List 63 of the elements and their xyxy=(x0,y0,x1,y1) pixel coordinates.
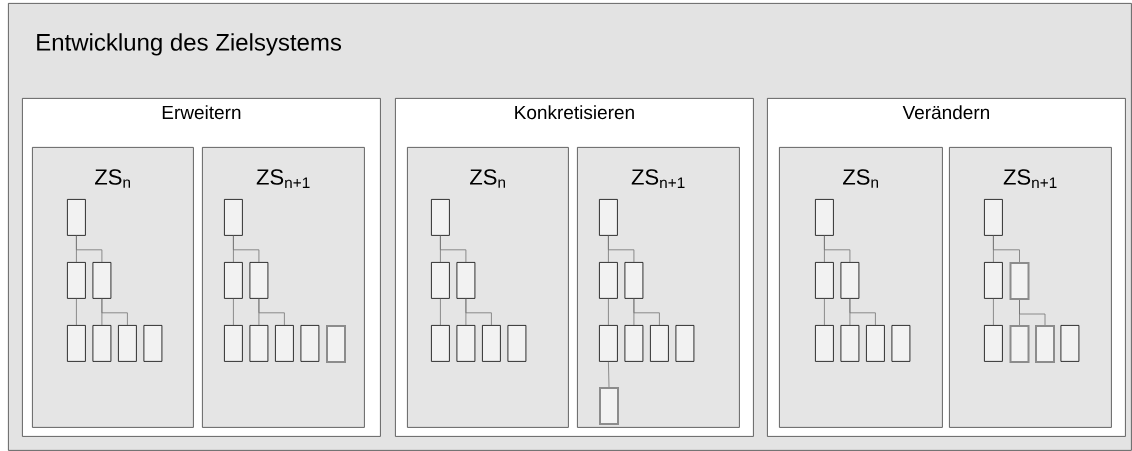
tree-box xyxy=(507,325,527,362)
tree-box xyxy=(143,325,163,362)
connector-line xyxy=(608,235,635,263)
tree-box xyxy=(815,199,834,236)
connector-line xyxy=(993,235,1020,263)
tree-box xyxy=(67,325,86,362)
connector-line xyxy=(101,298,128,326)
tree-box xyxy=(840,325,860,362)
connector-line xyxy=(1019,299,1046,326)
tree-box xyxy=(326,325,346,363)
connector-line xyxy=(76,298,77,326)
connector-line xyxy=(76,235,103,263)
tree-box xyxy=(599,262,618,299)
tree-box xyxy=(599,387,619,425)
tree-box xyxy=(624,325,644,362)
tree-box xyxy=(984,262,1003,299)
tree-box xyxy=(650,325,669,362)
connector-line xyxy=(440,298,441,326)
tree-box xyxy=(92,325,112,362)
connector-line xyxy=(824,298,825,326)
tree-box xyxy=(624,262,644,299)
tree-box xyxy=(67,199,86,236)
tree-box xyxy=(224,199,243,236)
tree-box xyxy=(840,262,860,299)
tree-box xyxy=(249,262,269,299)
tree-box xyxy=(456,325,476,362)
tree-box xyxy=(92,262,112,299)
connector-line xyxy=(258,298,285,326)
tree-box xyxy=(300,325,320,362)
tree-box xyxy=(675,325,695,362)
tree-box xyxy=(224,262,243,299)
connector-line xyxy=(465,298,492,326)
tree-box xyxy=(1009,325,1030,363)
tree-box xyxy=(431,262,450,299)
tree-box xyxy=(891,325,911,362)
tree-box xyxy=(118,325,137,362)
connector-line xyxy=(633,298,660,326)
tree-box xyxy=(815,262,834,299)
tree-box xyxy=(275,325,294,362)
tree-box xyxy=(431,325,450,362)
tree-box xyxy=(984,199,1003,236)
tree-box xyxy=(431,199,450,236)
connector-line xyxy=(824,235,851,263)
tree-box xyxy=(67,262,86,299)
tree-box xyxy=(482,325,501,362)
connector-line xyxy=(608,298,609,326)
tree-box xyxy=(984,325,1003,362)
tree-box xyxy=(249,325,269,362)
tree-box xyxy=(599,325,618,362)
tree-box xyxy=(599,199,618,236)
tree-box xyxy=(1035,325,1055,363)
tree-box xyxy=(456,262,476,299)
tree-box xyxy=(224,325,243,362)
connector-line xyxy=(608,361,610,388)
tree-box xyxy=(815,325,834,362)
tree-box xyxy=(866,325,885,362)
tree-box xyxy=(1060,325,1080,362)
connector-line xyxy=(849,298,876,326)
connector-line xyxy=(233,235,260,263)
connector-line xyxy=(440,235,467,263)
connector-line xyxy=(233,298,234,326)
tree-box xyxy=(1009,262,1030,300)
connector-line xyxy=(993,298,994,326)
